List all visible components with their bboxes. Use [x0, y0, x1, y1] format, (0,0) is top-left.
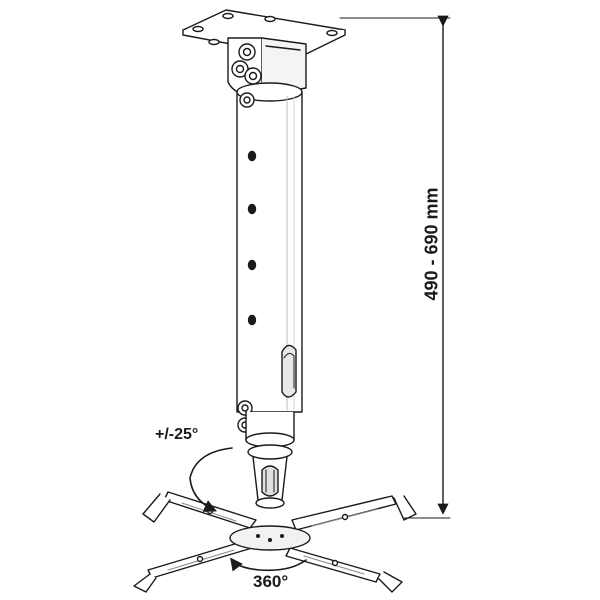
tilt-range-label: +/-25° [155, 426, 199, 443]
rotation-label: 360° [253, 572, 289, 591]
pole-top-bolt [239, 92, 255, 108]
tilt-arrow [189, 447, 233, 512]
height-dimension [339, 15, 451, 519]
height-range-label: 490 - 690 mm [421, 187, 442, 301]
tilt-joint [245, 411, 295, 509]
pole-slot [281, 344, 297, 398]
hinge-bolts [231, 43, 262, 85]
upper-pole [236, 82, 303, 413]
rotation-arrow [230, 557, 307, 572]
spider-mount [133, 491, 417, 593]
adjustment-holes [247, 150, 257, 326]
